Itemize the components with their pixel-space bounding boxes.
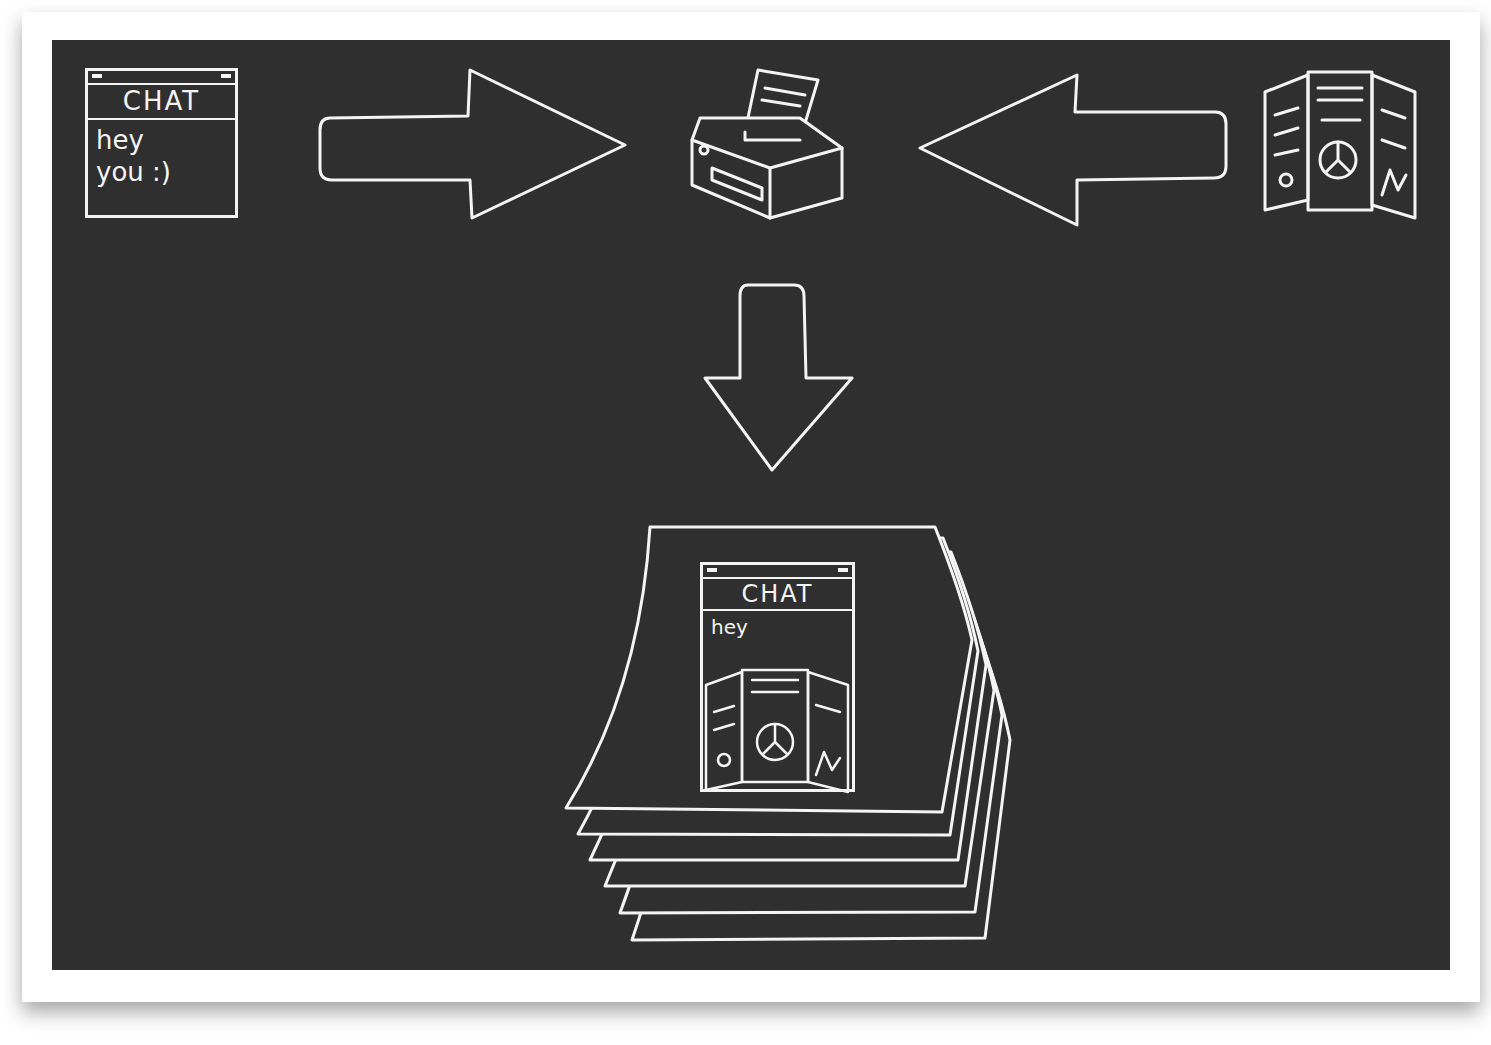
chat-window: CHAThey you :) bbox=[85, 68, 238, 218]
title-bar bbox=[703, 565, 852, 579]
window-button bbox=[92, 74, 102, 78]
printed-chat-window: CHAThey bbox=[700, 562, 855, 792]
window-button bbox=[838, 568, 848, 572]
window-button bbox=[707, 568, 717, 572]
window-button bbox=[221, 74, 231, 78]
arrow-down bbox=[705, 285, 852, 470]
chalkboard bbox=[52, 40, 1450, 970]
chat-message: hey you :) bbox=[88, 120, 199, 193]
arrow-right bbox=[320, 70, 625, 218]
paper-stack bbox=[566, 527, 1010, 940]
title-bar bbox=[88, 71, 235, 85]
window-heading: CHAT bbox=[88, 85, 235, 120]
chat-message: hey bbox=[703, 611, 852, 644]
brochure-icon bbox=[1265, 72, 1415, 218]
arrow-left bbox=[920, 75, 1226, 225]
printer-icon bbox=[692, 70, 842, 218]
window-heading: CHAT bbox=[703, 579, 852, 611]
printed-brochure bbox=[706, 670, 848, 792]
photo-frame bbox=[22, 12, 1480, 1002]
